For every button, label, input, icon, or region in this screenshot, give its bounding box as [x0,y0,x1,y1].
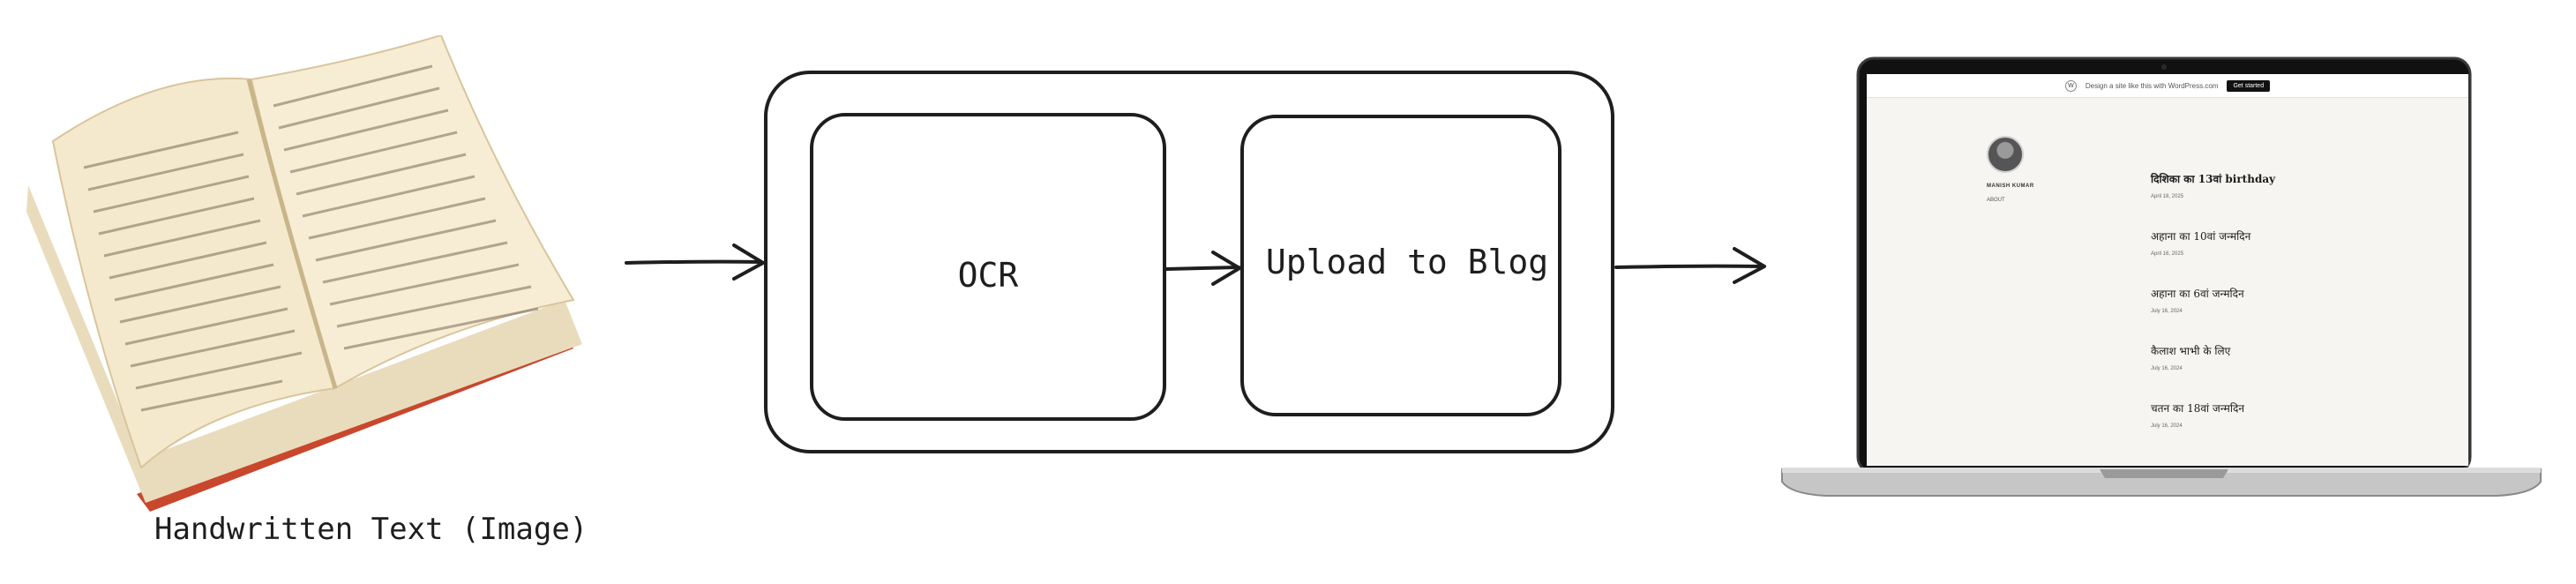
notice-text: Design a site like this with WordPress.c… [2085,81,2219,90]
get-started-button[interactable]: Get started [2227,79,2271,92]
post-title[interactable]: कैलाश भाभी के लिए [2151,345,2231,357]
pipeline-flowchart [625,71,1766,453]
avatar[interactable] [1987,136,2024,173]
arrow-pipeline-to-blog [1614,247,1766,284]
list-item: दिशिका का 13वां birthday April 18, 2025 [2151,171,2451,228]
post-date: April 16, 2025 [2151,251,2184,257]
list-item: कैलाश भाभी के लिए July 16, 2024 [2151,343,2451,401]
arrow-ocr-to-upload [1164,251,1241,286]
post-date: July 16, 2024 [2151,366,2183,371]
post-date: July 16, 2024 [2151,423,2183,429]
post-title[interactable]: चतन का 18वां जन्मदिन [2151,402,2244,415]
author-name[interactable]: MANISH KUMAR [1987,183,2034,189]
source-caption: Handwritten Text (Image) [154,512,588,547]
post-list: दिशिका का 13वां birthday April 18, 2025 … [2151,171,2451,458]
post-date: July 16, 2024 [2151,309,2183,314]
arrow-book-to-pipeline [625,243,765,281]
post-date: April 18, 2025 [2151,194,2184,199]
wordpress-notice-bar: W Design a site like this with WordPress… [1867,74,2468,98]
pipeline-container [764,71,1614,453]
about-link[interactable]: ABOUT [1987,198,2005,203]
list-item: अहाना का 10वां जन्मदिन April 16, 2025 [2151,228,2451,286]
post-title[interactable]: दिशिका का 13वां birthday [2151,173,2276,185]
ocr-step-label: OCR [957,256,1019,295]
upload-step-label: Upload to Blog [1265,243,1549,281]
open-book-image [26,35,582,512]
upload-step-box [1240,115,1561,416]
list-item: अहाना का 6वां जन्मदिन July 16, 2024 [2151,286,2451,343]
post-title[interactable]: अहाना का 6वां जन्मदिन [2151,288,2244,300]
list-item: चतन का 18वां जन्मदिन July 16, 2024 [2151,401,2451,458]
post-title[interactable]: अहाना का 10वां जन्मदिन [2151,230,2251,243]
wordpress-icon: W [2064,79,2077,92]
author-panel: MANISH KUMAR ABOUT [1987,136,2057,203]
ocr-step-box [810,113,1166,421]
blog-screen: W Design a site like this with WordPress… [1867,74,2468,466]
book-illustration [26,35,582,512]
